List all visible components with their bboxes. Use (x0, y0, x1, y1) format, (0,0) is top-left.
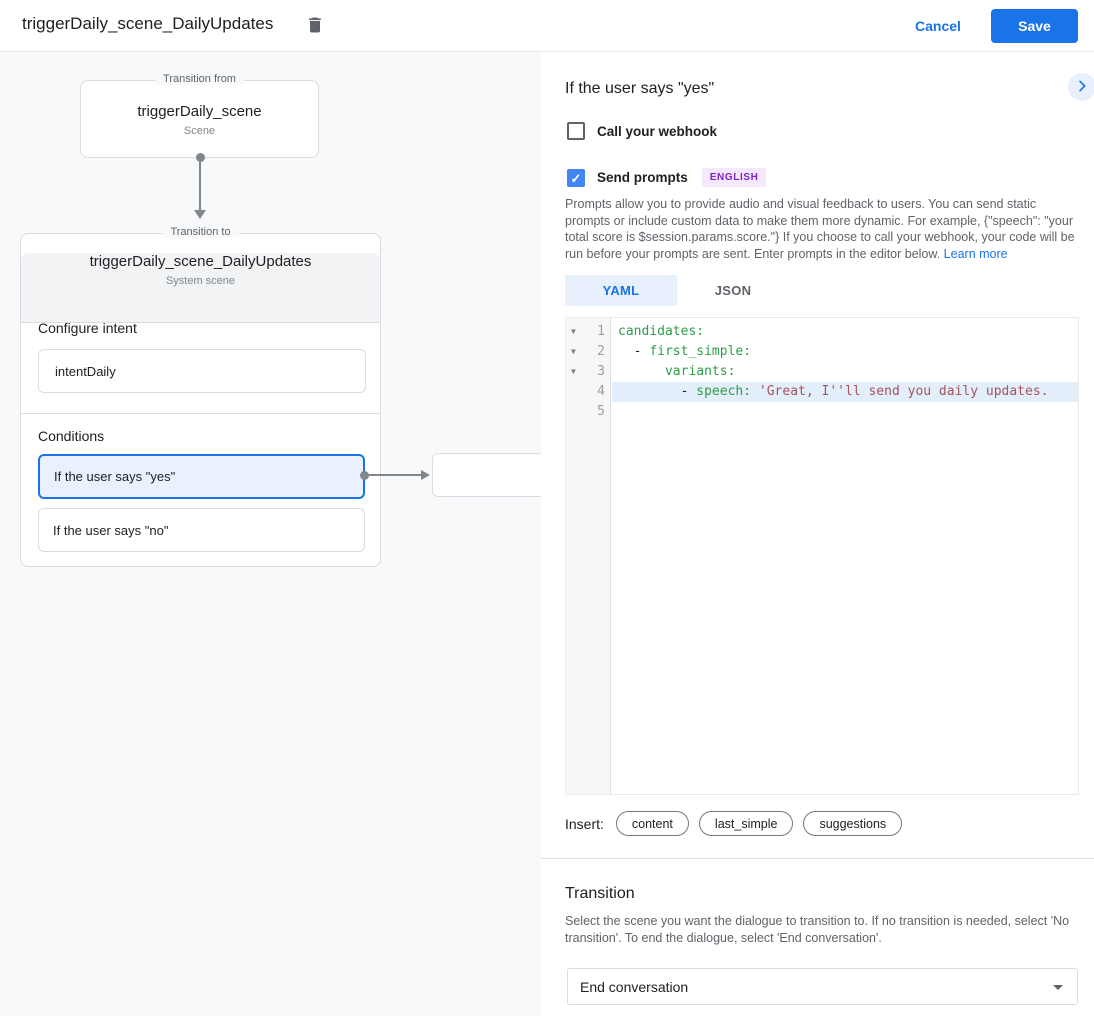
scene-flow-canvas: Transition from triggerDaily_scene Scene… (0, 52, 541, 1016)
fold-toggle-icon[interactable]: ▼ (571, 327, 576, 336)
transition-to-legend: Transition to (162, 226, 239, 238)
from-scene-name: triggerDaily_scene (137, 103, 262, 120)
insert-chip-content[interactable]: content (615, 811, 689, 836)
conditions-label: Conditions (38, 428, 105, 444)
editor-gutter (566, 318, 611, 794)
prompts-description-text: Prompts allow you to provide audio and v… (565, 197, 1075, 261)
fold-spacer (566, 382, 582, 402)
send-prompts-label: Send prompts (597, 170, 688, 185)
transition-to-node[interactable]: Transition to triggerDaily_scene_DailyUp… (20, 226, 381, 567)
connector-dot (360, 471, 369, 480)
section-divider (541, 858, 1094, 859)
code-token: variants: (664, 364, 736, 379)
cancel-button[interactable]: Cancel (905, 14, 971, 38)
save-button[interactable]: Save (991, 9, 1078, 43)
code-line-5: 5 (566, 402, 1078, 422)
language-badge: ENGLISH (701, 168, 767, 187)
fold-toggle-icon[interactable]: ▼ (571, 347, 576, 356)
editor-tabs: YAML JSON (565, 275, 789, 306)
send-prompts-row: ✓ Send prompts ENGLISH (567, 168, 767, 187)
transition-section-title: Transition (565, 885, 635, 902)
tab-json[interactable]: JSON (714, 283, 752, 298)
code-token: - (618, 344, 650, 359)
line-number: 5 (597, 404, 605, 419)
insert-label: Insert: (565, 815, 604, 832)
configure-intent-label: Configure intent (38, 320, 137, 336)
transition-selected-value: End conversation (580, 978, 689, 995)
transition-from-node[interactable]: Transition from triggerDaily_scene Scene (80, 73, 319, 162)
to-scene-name: triggerDaily_scene_DailyUpdates (89, 253, 312, 270)
trash-icon (305, 17, 325, 38)
transition-from-legend: Transition from (155, 73, 244, 85)
connector-line-vertical (199, 157, 201, 210)
code-token: first_simple: (649, 344, 752, 359)
to-scene-type: System scene (165, 275, 236, 287)
code-line-1: ▼ 1 candidates: (566, 322, 1078, 342)
fold-toggle-icon[interactable]: ▼ (571, 367, 576, 376)
transition-select[interactable]: End conversation (567, 968, 1078, 1005)
line-number: 4 (597, 384, 605, 399)
collapse-panel-button[interactable] (1068, 73, 1094, 101)
editor-code-rows: ▼ 1 candidates: ▼ 2 - first_simple: ▼ 3 var… (566, 322, 1078, 422)
condition-detail-panel: If the user says "yes" Call your webhook… (541, 52, 1094, 1016)
arrow-right-icon (421, 470, 430, 480)
connector-line-horizontal (369, 474, 421, 476)
code-token: candidates: (618, 324, 705, 339)
code-token: 'Great, I''ll send you daily updates. (758, 384, 1049, 399)
transition-description: Select the scene you want the dialogue t… (565, 914, 1070, 945)
arrow-down-icon (194, 210, 206, 219)
call-webhook-label: Call your webhook (597, 123, 718, 139)
dropdown-caret-icon (1053, 985, 1063, 990)
code-line-4: 4 - speech: 'Great, I''ll send you daily… (566, 382, 1078, 402)
insert-row: Insert: content last_simple suggestions (565, 811, 912, 836)
code-token (618, 364, 665, 379)
to-node-header: triggerDaily_scene_DailyUpdates System s… (21, 253, 380, 323)
chevron-right-icon (1074, 78, 1090, 97)
send-prompts-checkbox[interactable]: ✓ (567, 168, 585, 187)
code-line-3: ▼ 3 variants: (566, 362, 1078, 382)
condition-card-no[interactable]: If the user says "no" (38, 508, 365, 552)
intent-card[interactable]: intentDaily (38, 349, 366, 393)
node-divider (21, 413, 380, 414)
code-line-2: ▼ 2 - first_simple: (566, 342, 1078, 362)
delete-scene-button[interactable] (302, 13, 328, 39)
yaml-code-editor[interactable]: ▼ 1 candidates: ▼ 2 - first_simple: ▼ 3 var… (565, 317, 1079, 795)
panel-title: If the user says "yes" (565, 80, 715, 97)
webhook-row: Call your webhook (567, 122, 717, 140)
learn-more-link[interactable]: Learn more (943, 246, 1008, 261)
condition-card-yes[interactable]: If the user says "yes" (38, 454, 365, 499)
line-number: 3 (597, 364, 605, 379)
fold-spacer (566, 402, 582, 422)
code-token: - (618, 384, 697, 399)
call-webhook-checkbox[interactable] (567, 122, 585, 140)
insert-chip-last-simple[interactable]: last_simple (698, 811, 794, 836)
page-title: triggerDaily_scene_DailyUpdates (22, 14, 274, 33)
from-scene-type: Scene (183, 125, 216, 137)
line-number: 2 (597, 344, 605, 359)
code-token: speech: (696, 384, 759, 399)
tab-yaml[interactable]: YAML (565, 275, 677, 306)
header-bar: triggerDaily_scene_DailyUpdates Cancel S… (0, 0, 1094, 52)
line-number: 1 (597, 324, 605, 339)
prompts-description: Prompts allow you to provide audio and v… (565, 196, 1081, 262)
insert-chip-suggestions[interactable]: suggestions (803, 811, 903, 836)
next-node-stub[interactable] (432, 453, 541, 497)
